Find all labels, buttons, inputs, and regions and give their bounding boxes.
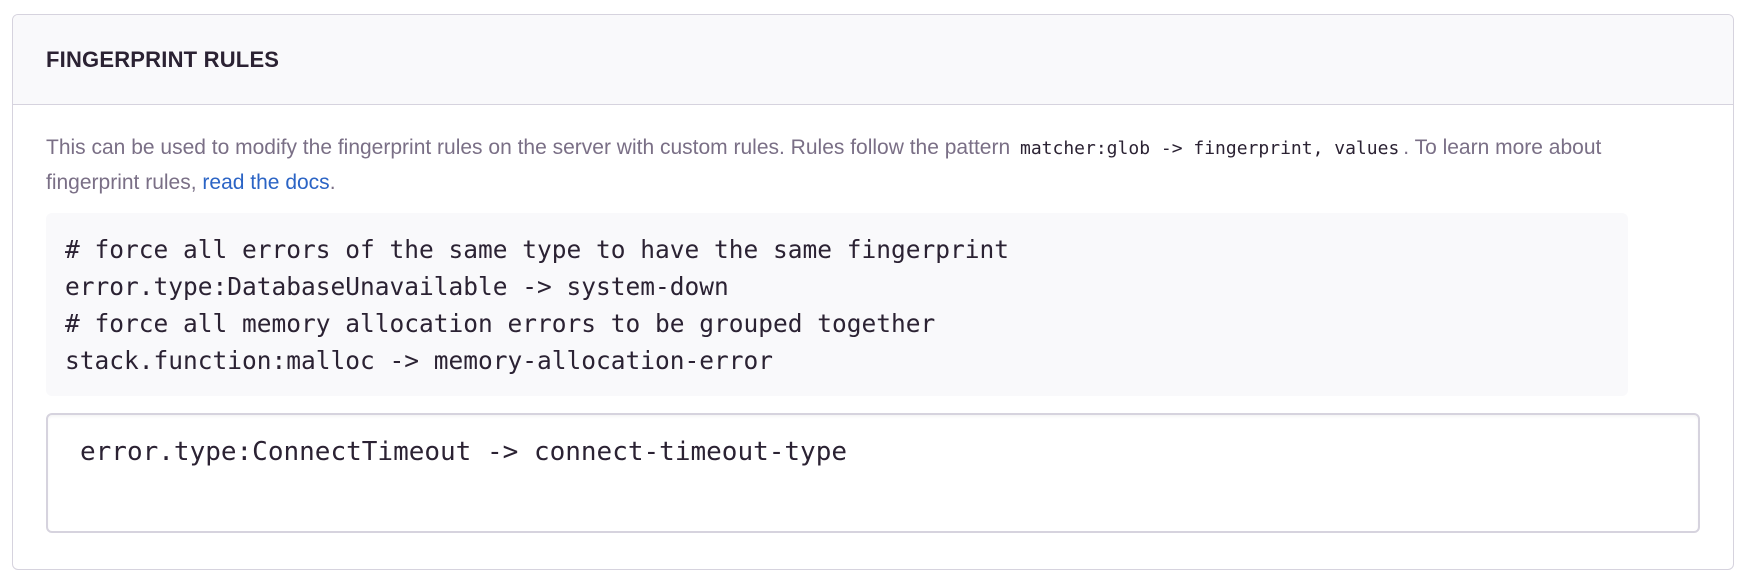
example-line: # force all errors of the same type to h… [65, 235, 1010, 264]
example-line: error.type:DatabaseUnavailable -> system… [65, 272, 729, 301]
help-text-middle: . To learn more about fingerprint rules, [46, 136, 1602, 194]
example-line: stack.function:malloc -> memory-allocati… [65, 346, 774, 375]
fingerprint-rules-input[interactable]: error.type:ConnectTimeout -> connect-tim… [46, 413, 1700, 533]
panel-body: This can be used to modify the fingerpri… [13, 105, 1733, 533]
help-text-end: . [329, 171, 336, 194]
read-the-docs-link[interactable]: read the docs [202, 171, 330, 194]
pattern-code: matcher:glob -> fingerprint, values [1019, 138, 1400, 159]
help-text-intro: This can be used to modify the fingerpri… [46, 136, 1011, 159]
example-rules-block: # force all errors of the same type to h… [46, 213, 1628, 396]
panel-header: FINGERPRINT RULES [13, 15, 1733, 105]
example-line: # force all memory allocation errors to … [65, 309, 936, 338]
panel-title: FINGERPRINT RULES [46, 46, 280, 72]
help-text: This can be used to modify the fingerpri… [46, 131, 1666, 200]
rules-input-value[interactable]: error.type:ConnectTimeout -> connect-tim… [80, 437, 848, 467]
fingerprint-rules-panel: FINGERPRINT RULES This can be used to mo… [12, 14, 1734, 570]
